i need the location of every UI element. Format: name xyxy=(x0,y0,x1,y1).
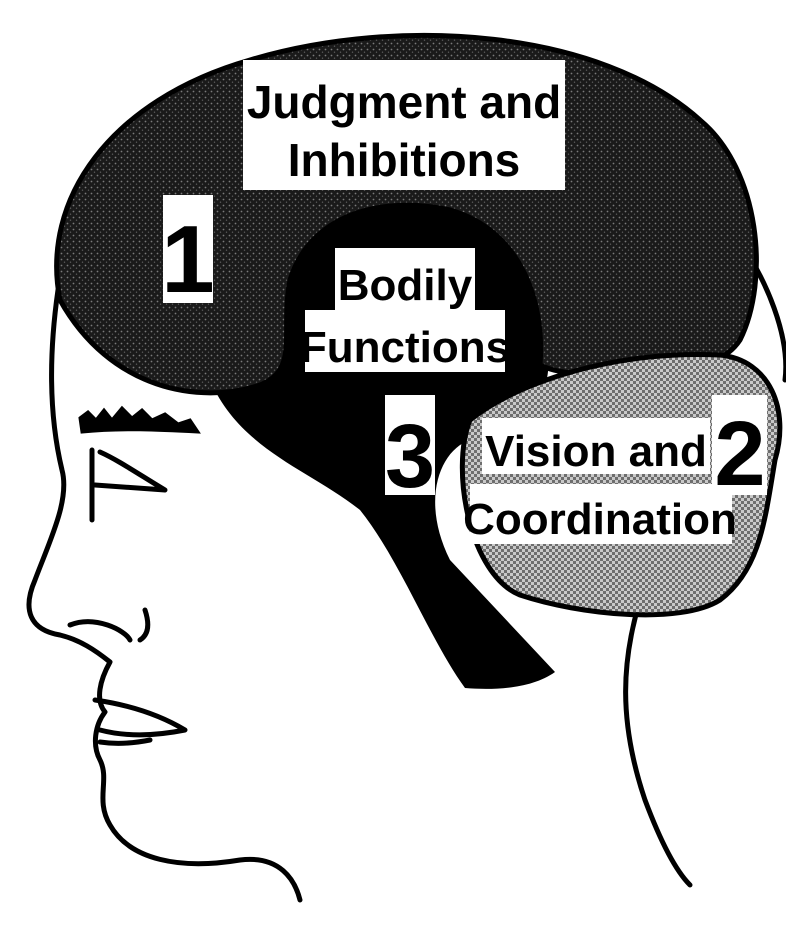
nose-curl xyxy=(70,622,130,640)
label-line-1: Bodily xyxy=(338,261,473,310)
label-line-1: Judgment and xyxy=(247,76,561,128)
label-line-2: Functions xyxy=(300,323,510,372)
region-number-3: 3 xyxy=(385,395,435,507)
region-label-judgment: Judgment and Inhibitions xyxy=(243,60,565,190)
label-line-2: Inhibitions xyxy=(288,134,521,186)
lower-lip xyxy=(100,740,150,743)
region-number-1: 1 xyxy=(161,195,214,313)
number-text: 3 xyxy=(385,407,435,507)
number-text: 2 xyxy=(714,403,765,505)
upper-lip xyxy=(95,700,185,735)
eye xyxy=(92,450,165,520)
nostril xyxy=(140,610,148,640)
label-line-1: Vision and xyxy=(485,427,707,476)
label-line-2: Coordination xyxy=(463,495,737,544)
region-number-2: 2 xyxy=(712,395,767,505)
number-text: 1 xyxy=(161,206,214,313)
eyebrow xyxy=(80,408,198,432)
